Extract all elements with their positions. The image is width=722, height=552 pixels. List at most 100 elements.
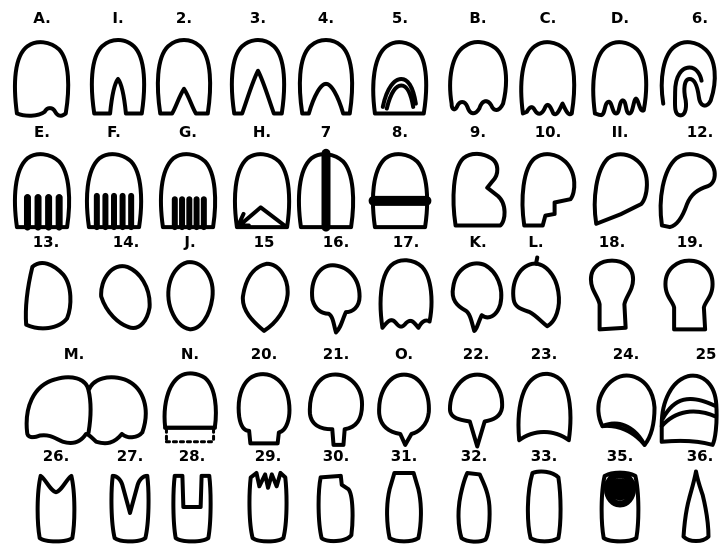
shape-stroke [453,263,502,330]
cup-side-notch-icon [312,470,360,544]
figure-label: 32. [461,448,488,464]
shape-stroke [617,486,623,492]
figure-label: 26. [43,448,70,464]
polygon-lobed-icon [447,256,509,334]
block-three-notches-icon [515,38,581,120]
shape-stroke [310,375,362,445]
shape-stroke [536,258,537,264]
figure-label: 7 [321,124,331,140]
block-five-fingers-icon [81,150,147,232]
figure-label: 24. [613,346,640,362]
figure-label: G. [179,124,197,140]
shape-stroke [593,42,646,115]
shape-stroke [158,40,210,113]
figure-label: 21. [323,346,350,362]
shape-stroke [38,476,75,541]
shape-stroke [528,471,561,541]
block-high-peak-icon [225,38,291,120]
block-dotted-base-icon [159,370,221,448]
block-lower-cut-icon [515,150,581,232]
cup-crown-icon [244,470,292,544]
cup-v-icon [106,470,154,544]
polygon-spike-icon [305,256,367,334]
figure-label: 36. [687,448,714,464]
figure-label: 27. [117,448,144,464]
figure-label: 31. [391,448,418,464]
figure-label: M. [64,346,85,362]
block-four-fingers-icon [9,150,75,232]
shape-stroke [459,473,490,542]
cup-target-icon [596,470,644,544]
twin-blocks-icon [22,370,150,448]
shape-stroke [243,264,288,331]
shape-stroke [239,374,290,443]
block-arch-notch-icon [293,38,359,120]
figure-label: 15 [254,234,275,250]
shape-stroke [662,42,715,115]
block-hook-icon [654,38,720,120]
shape-stroke [168,262,212,329]
shape-stroke [26,263,71,328]
figure-label: 6. [692,10,708,26]
polygon-round-icon [159,256,221,334]
cup-slant-icon [450,470,498,544]
shape-stroke [101,266,150,328]
block-center-peak-icon [85,38,151,120]
figure-label: 13. [33,234,60,250]
shape-stroke [165,373,216,427]
block-narrow-stem-icon [305,370,367,448]
shape-stroke [379,375,429,445]
shape-stroke [89,390,91,432]
figure-label: H. [253,124,271,140]
figure-label: 17. [393,234,420,250]
block-spike-icon [445,370,507,448]
figure-label: 30. [323,448,350,464]
shape-stroke [240,207,285,225]
crescent-split-icon [658,370,720,448]
block-two-lobes-icon [445,38,511,120]
shape-stroke [684,471,709,541]
shape-stroke [661,154,715,227]
figure-label: 5. [392,10,408,26]
figure-label: II. [612,124,629,140]
figure-label: I. [112,10,123,26]
shape-stroke [15,42,68,116]
figure-label: 4. [318,10,334,26]
figure-label: 23. [531,346,558,362]
figure-label: 19. [677,234,704,250]
figure-label: 29. [255,448,282,464]
shape-stroke [27,377,146,443]
shape-stroke [450,375,502,447]
figure-label: 8. [392,124,408,140]
cup-notch-icon [32,470,80,544]
shape-stroke [381,260,432,328]
shape-stroke [454,154,505,226]
polygon-irregular-icon [15,256,77,334]
crescent-icon [595,370,657,448]
figure-label: 10. [535,124,562,140]
block-horizontal-bar-icon [367,150,433,232]
shape-stroke [521,42,574,114]
block-comb-icon [155,150,221,232]
figure-label: 12. [687,124,714,140]
figure-label: 22. [463,346,490,362]
figure-label: 20. [251,346,278,362]
shape-stroke [232,40,284,113]
block-stem-icon [581,256,643,334]
figure-label: 14. [113,234,140,250]
polygon-tail-icon [505,256,567,334]
shape-stroke [92,40,144,113]
shape-stroke [662,412,717,427]
shape-stroke [173,476,210,541]
block-hook-curve-icon [654,150,720,232]
shape-stroke [300,40,352,113]
figure-label: F. [107,124,121,140]
polygon-pointed-icon [233,256,295,334]
shape-stroke [518,374,570,440]
figure-label: 2. [176,10,192,26]
figure-label: D. [611,10,629,26]
figure-label: A. [33,10,51,26]
shape-stroke [319,476,353,541]
shape-stroke [111,476,148,541]
